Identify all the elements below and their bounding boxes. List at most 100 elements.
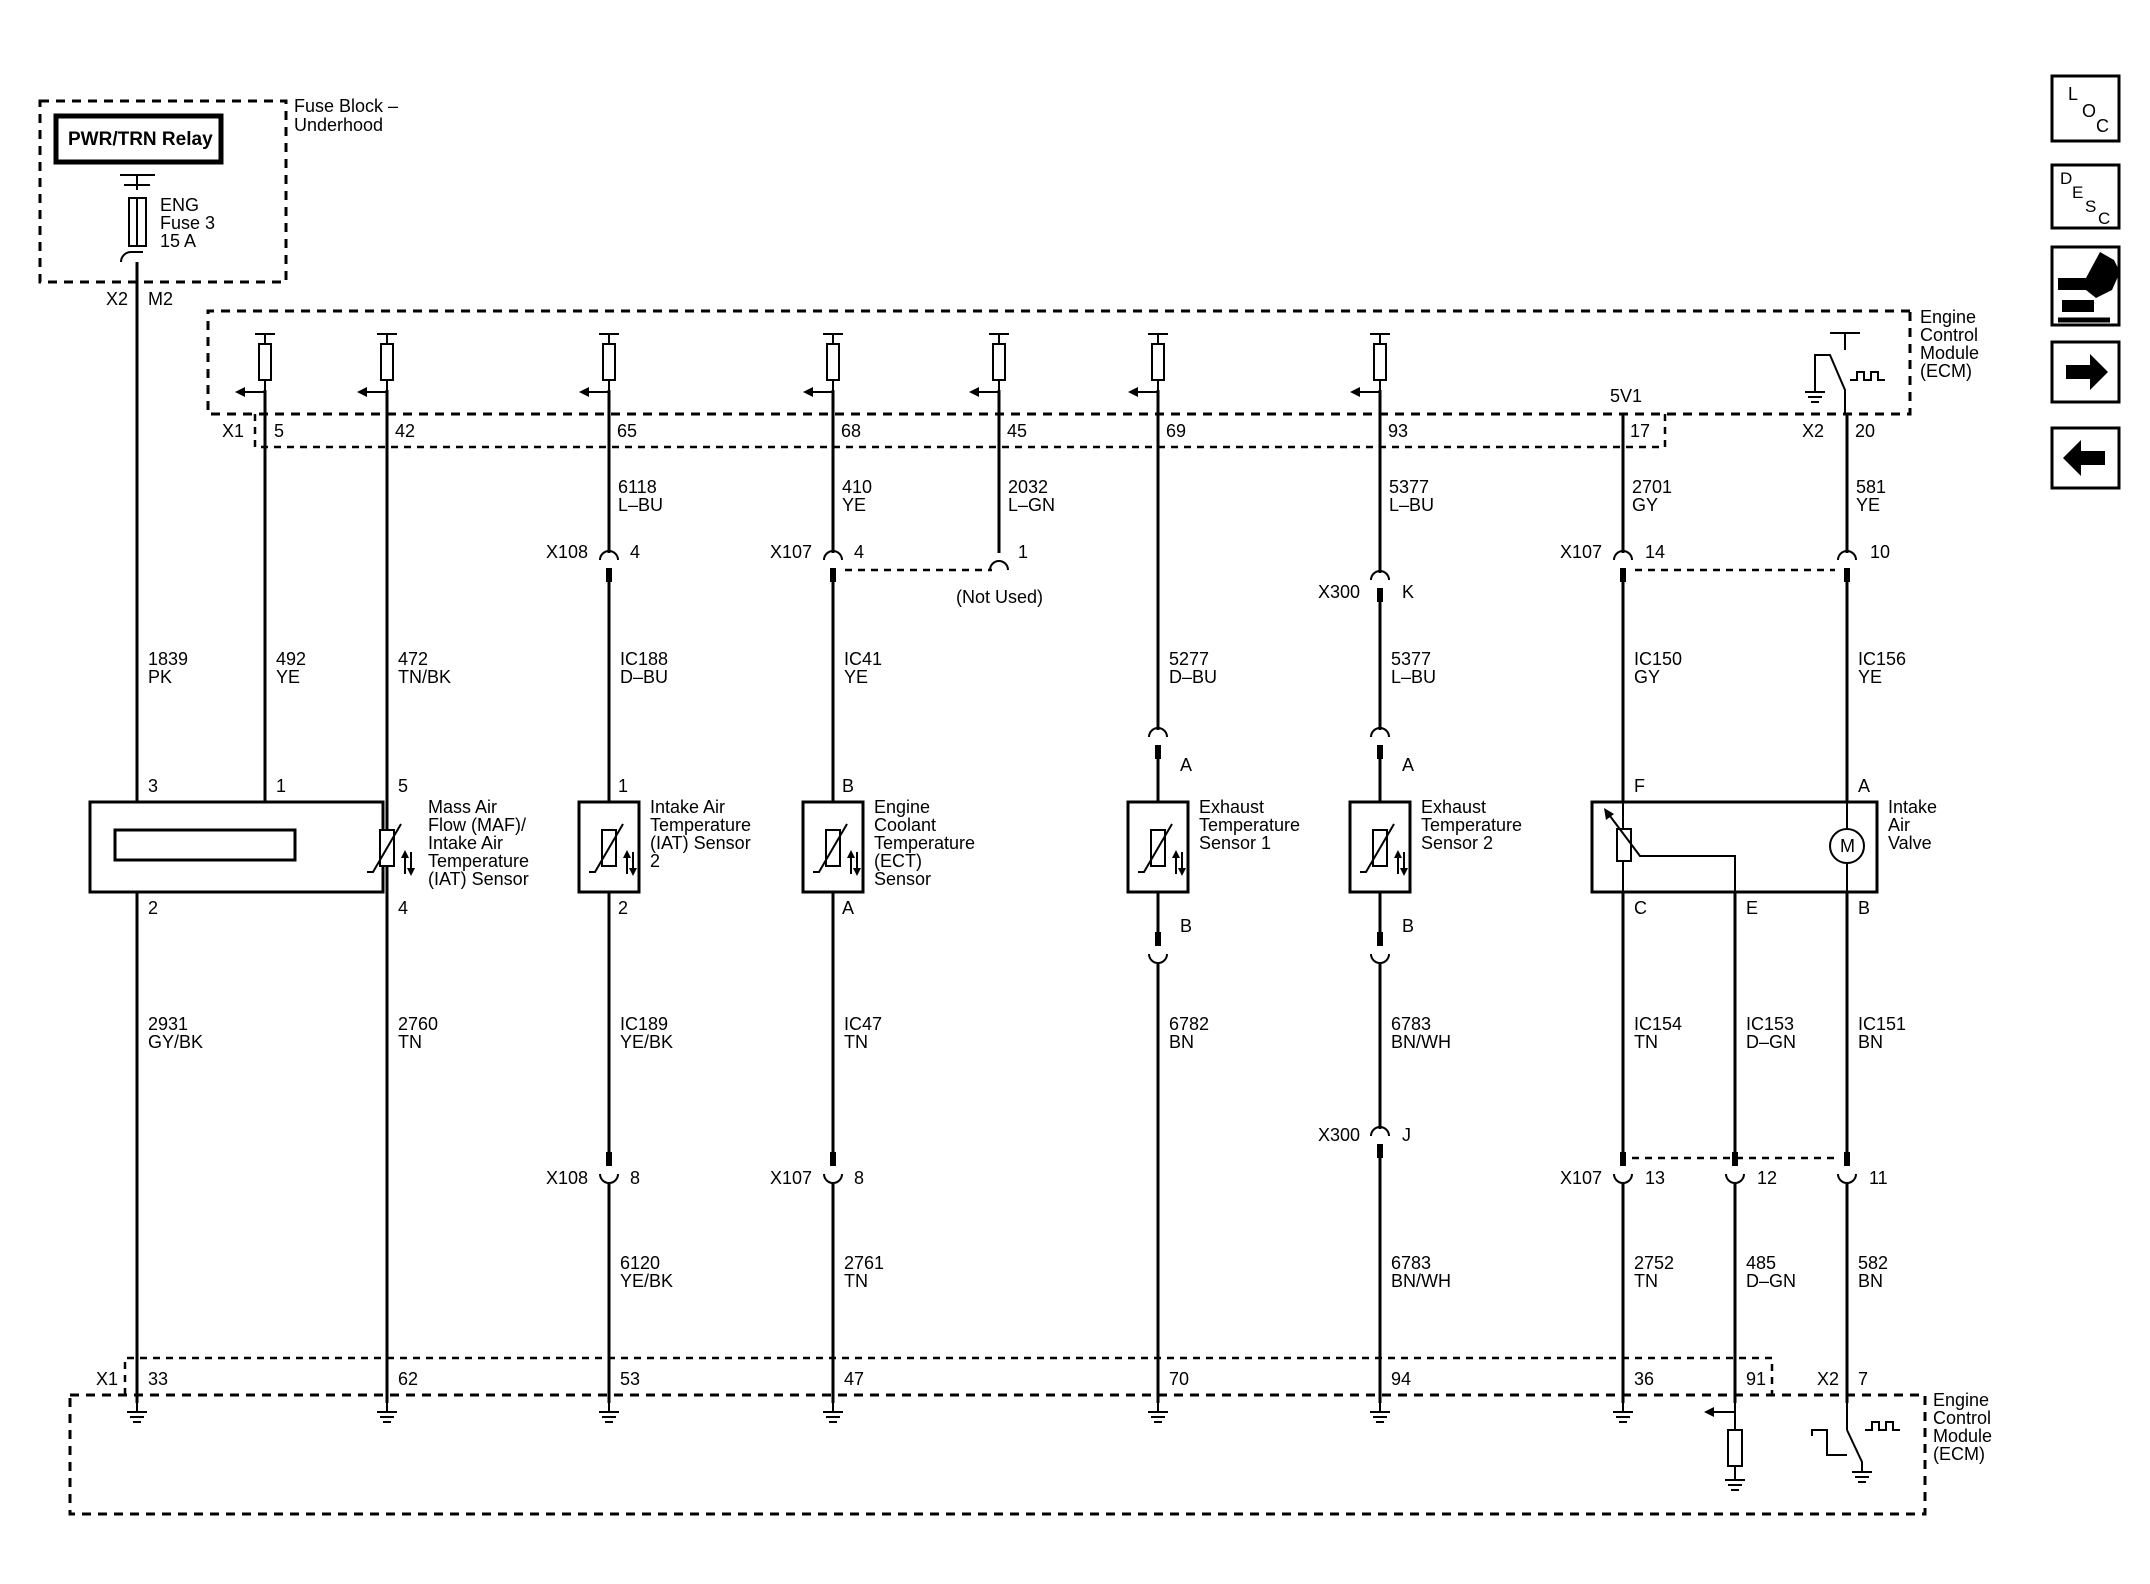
connector-icon[interactable]	[2050, 245, 2121, 327]
component-label: (IAT) Sensor	[650, 833, 751, 853]
fuse-block-title: Fuse Block –	[294, 96, 398, 116]
ecm-top-label-4: (ECM)	[1920, 361, 1972, 381]
pin-label: 4	[398, 898, 408, 918]
connector-pin: 1	[1018, 542, 1028, 562]
pin-label: B	[1180, 916, 1192, 936]
wire-color: BN/WH	[1391, 1032, 1451, 1052]
ecm-top: Engine Control Module (ECM) X1 X2 5V1 5 …	[206, 307, 1979, 449]
fuse-rating: 15 A	[160, 231, 196, 251]
component-label: Exhaust	[1421, 797, 1486, 817]
component-label: (ECT)	[874, 851, 922, 871]
pin-label: 70	[1169, 1369, 1189, 1389]
wire-number: 1839	[148, 649, 188, 669]
connector-pin: 8	[854, 1168, 864, 1188]
connector-pin: 12	[1757, 1168, 1777, 1188]
ecm-bottom-label-3: Module	[1933, 1426, 1992, 1446]
pin-label: 36	[1634, 1369, 1654, 1389]
connector-label: X108	[546, 542, 588, 562]
connector-pin: 13	[1645, 1168, 1665, 1188]
connector-label: X107	[1560, 542, 1602, 562]
desc-letter: S	[2085, 197, 2096, 216]
connector-label: X300	[1318, 1125, 1360, 1145]
pin-label: 5	[274, 421, 284, 441]
loc-letter: C	[2096, 116, 2109, 136]
wire-color: TN	[398, 1032, 422, 1052]
connector-pin: J	[1402, 1125, 1411, 1145]
wire-number: IC189	[620, 1014, 668, 1034]
fuse-conn-x2: X2	[106, 289, 128, 309]
wire-color: TN	[844, 1032, 868, 1052]
wire-color: D–GN	[1746, 1032, 1796, 1052]
component-label: (IAT) Sensor	[428, 869, 529, 889]
pin-label: 69	[1166, 421, 1186, 441]
relay-label: PWR/TRN Relay	[68, 129, 213, 150]
location-button[interactable]: L O C	[2050, 74, 2121, 143]
connector-pin: 14	[1645, 542, 1665, 562]
pin-label: B	[842, 776, 854, 796]
wire-number: 5377	[1389, 477, 1429, 497]
pin-label: F	[1634, 776, 1645, 796]
wire-color: TN/BK	[398, 667, 451, 687]
wire-color: YE	[1858, 667, 1882, 687]
component-label: Temperature	[428, 851, 529, 871]
wire-number: IC151	[1858, 1014, 1906, 1034]
motor-label: M	[1840, 836, 1855, 856]
wire-color: L–BU	[1389, 495, 1434, 515]
component-label: Temperature	[1421, 815, 1522, 835]
ecm-top-pins: 5 42 65 68 45 69 93 17 20	[274, 421, 1875, 441]
ecm-5v-reference: 5V1	[1610, 386, 1642, 406]
wire-color: YE	[276, 667, 300, 687]
loc-letter: O	[2082, 101, 2096, 121]
desc-letter: E	[2072, 183, 2083, 202]
wire-color: PK	[148, 667, 172, 687]
wires	[135, 262, 1849, 1403]
pin-label: A	[1402, 755, 1414, 775]
component-label: Sensor	[874, 869, 931, 889]
pwr-trn-relay	[53, 113, 224, 165]
component-label: Flow (MAF)/	[428, 815, 526, 835]
wire-color: GY/BK	[148, 1032, 203, 1052]
fuse-name: ENG	[160, 195, 199, 215]
wire-number: IC153	[1746, 1014, 1794, 1034]
loc-letter: L	[2068, 84, 2078, 104]
wire-number: 2032	[1008, 477, 1048, 497]
pin-label: 33	[148, 1369, 168, 1389]
pin-label: 42	[395, 421, 415, 441]
maf-iat-sensor: 3 1 5 2 4 Mass Air Flow (MAF)/ Intake Ai…	[88, 776, 529, 918]
desc-letter: D	[2060, 169, 2072, 188]
fuse-block: Fuse Block – Underhood PWR/TRN Relay ENG…	[38, 96, 398, 309]
ecm-top-x2: X2	[1802, 421, 1824, 441]
wire-number: 2761	[844, 1253, 884, 1273]
previous-page-button[interactable]	[2050, 426, 2121, 490]
mid-wire-labels: 1839 PK 492 YE 472 TN/BK IC188 D–BU IC41…	[148, 649, 1906, 687]
wire-color: L–GN	[1008, 495, 1055, 515]
wire-color: L–BU	[618, 495, 663, 515]
next-page-button[interactable]	[2050, 340, 2121, 404]
description-button[interactable]: D E S C	[2050, 163, 2121, 230]
component-label: Intake Air	[428, 833, 503, 853]
ecm-top-label-3: Module	[1920, 343, 1979, 363]
fuse-conn-m2: M2	[148, 289, 173, 309]
pin-label: 45	[1007, 421, 1027, 441]
pin-label: 2	[618, 898, 628, 918]
connector-label: X300	[1318, 582, 1360, 602]
pin-label: A	[842, 898, 854, 918]
wire-color: YE	[1856, 495, 1880, 515]
ecm-bottom-label-1: Engine	[1933, 1390, 1989, 1410]
wire-number: 472	[398, 649, 428, 669]
pin-label: C	[1634, 898, 1647, 918]
wire-number: 2931	[148, 1014, 188, 1034]
arrow-left-icon	[2063, 440, 2105, 476]
low-inline-connectors: X300 J X108 8 X107 8 X107 13 12 11	[546, 1125, 1888, 1188]
ecm-bottom-x1: X1	[96, 1369, 118, 1389]
nav-toolbar: L O C D E S C	[2050, 74, 2121, 490]
maf-element	[113, 828, 297, 862]
pin-label: 3	[148, 776, 158, 796]
component-label: Valve	[1888, 833, 1932, 853]
component-label: Sensor 1	[1199, 833, 1271, 853]
wire-color: TN	[1634, 1271, 1658, 1291]
wire-number: 6782	[1169, 1014, 1209, 1034]
wire-color: D–BU	[1169, 667, 1217, 687]
wire-color: BN	[1858, 1032, 1883, 1052]
wire-color: GY	[1632, 495, 1658, 515]
